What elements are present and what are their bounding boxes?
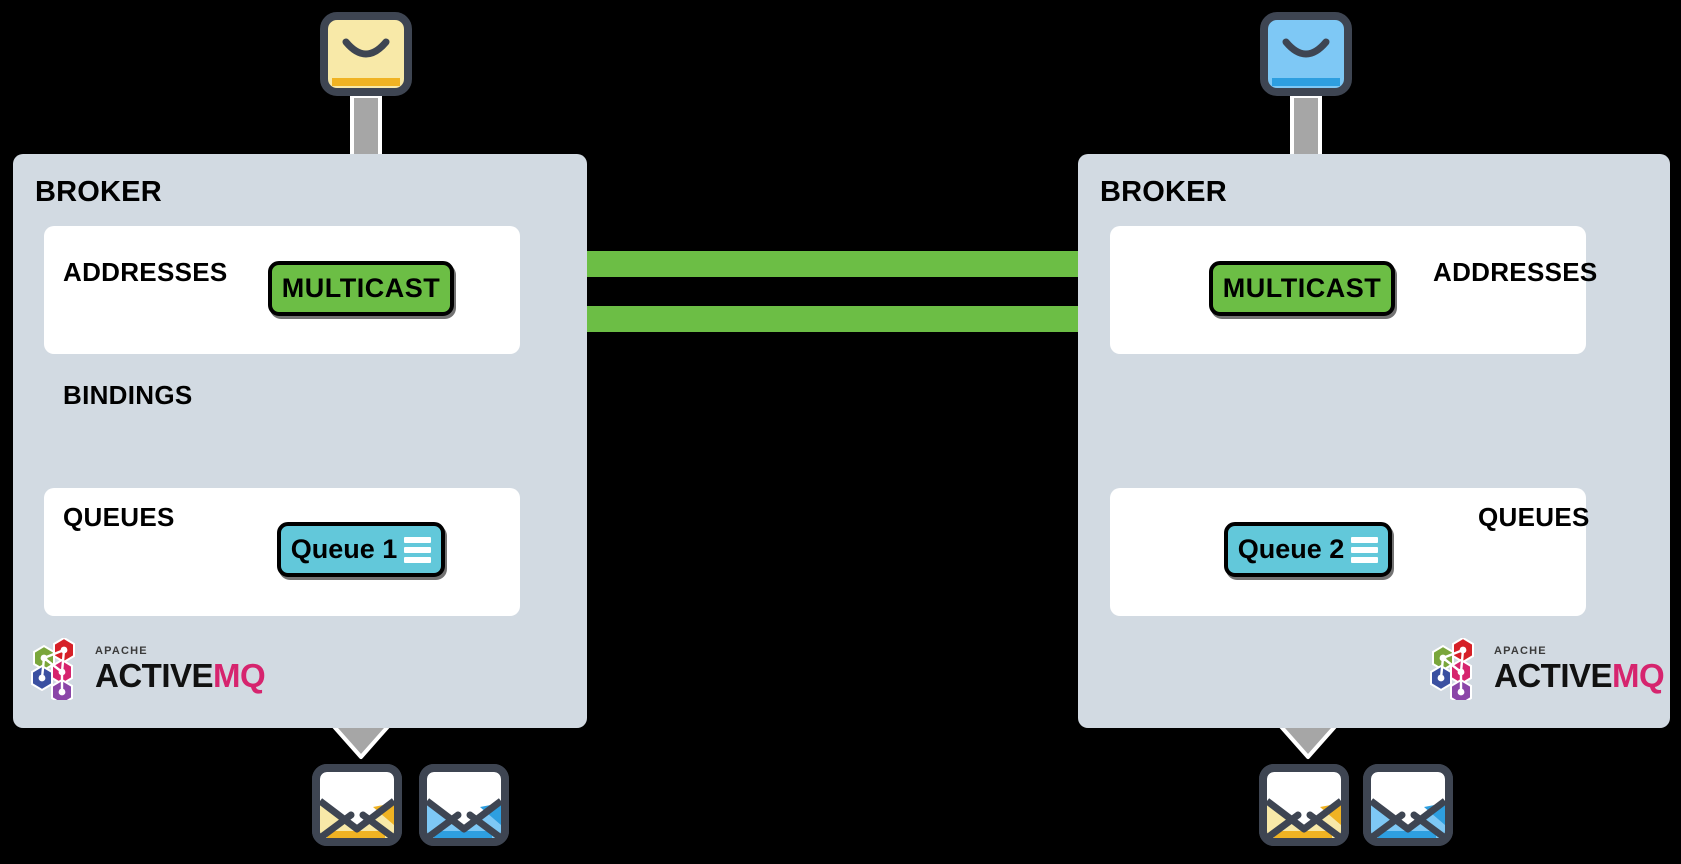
activemq-apache-text-left: APACHE (95, 645, 148, 657)
consumer-envelope-blue-open-icon (1362, 763, 1454, 847)
queue-chip-queue-2[interactable]: Queue 2 (1224, 522, 1392, 577)
producer-envelope-yellow-icon (320, 12, 412, 96)
activemq-logo-right: APACHE ACTIVEMQ (1421, 638, 1665, 700)
addresses-label-right: ADDRESSES (1433, 257, 1598, 287)
address-chip-multicast-right[interactable]: MULTICAST (1209, 261, 1395, 316)
queue-chip-label-right: Queue 2 (1237, 534, 1345, 564)
activemq-active-text-right: ACTIVE (1494, 657, 1613, 694)
consumer-envelope-blue-open-icon (418, 763, 510, 847)
broker-title-right: BROKER (1100, 176, 1227, 208)
address-chip-label-right: MULTICAST (1222, 273, 1382, 303)
queues-label-right: QUEUES (1478, 502, 1590, 532)
activemq-hex-mark-icon (1430, 638, 1474, 700)
producer-envelope-blue-icon (1260, 12, 1352, 96)
activemq-apache-text-right: APACHE (1494, 645, 1547, 657)
queue-chip-label-left: Queue 1 (290, 534, 398, 564)
activemq-logo-left: APACHE ACTIVEMQ (22, 638, 266, 700)
activemq-mq-text-right: MQ (1612, 657, 1665, 694)
address-chip-multicast-left[interactable]: MULTICAST (268, 261, 454, 316)
addresses-label-left: ADDRESSES (63, 257, 228, 287)
address-chip-label-left: MULTICAST (281, 273, 441, 303)
arrow-right-to-left-bridge (504, 293, 1146, 345)
queue-chip-queue-1[interactable]: Queue 1 (277, 522, 445, 577)
consumer-envelope-yellow-open-icon (1258, 763, 1350, 847)
queues-label-left: QUEUES (63, 502, 175, 532)
activemq-active-text-left: ACTIVE (95, 657, 214, 694)
activemq-mq-text-left: MQ (213, 657, 266, 694)
consumer-envelope-yellow-open-icon (311, 763, 403, 847)
activemq-hex-mark-icon (31, 638, 75, 700)
broker-title-left: BROKER (35, 176, 162, 208)
arrow-left-to-right-bridge (514, 238, 1175, 290)
queue-list-icon (404, 536, 432, 563)
queue-list-icon (1351, 536, 1379, 563)
bindings-label-left: BINDINGS (63, 380, 193, 410)
